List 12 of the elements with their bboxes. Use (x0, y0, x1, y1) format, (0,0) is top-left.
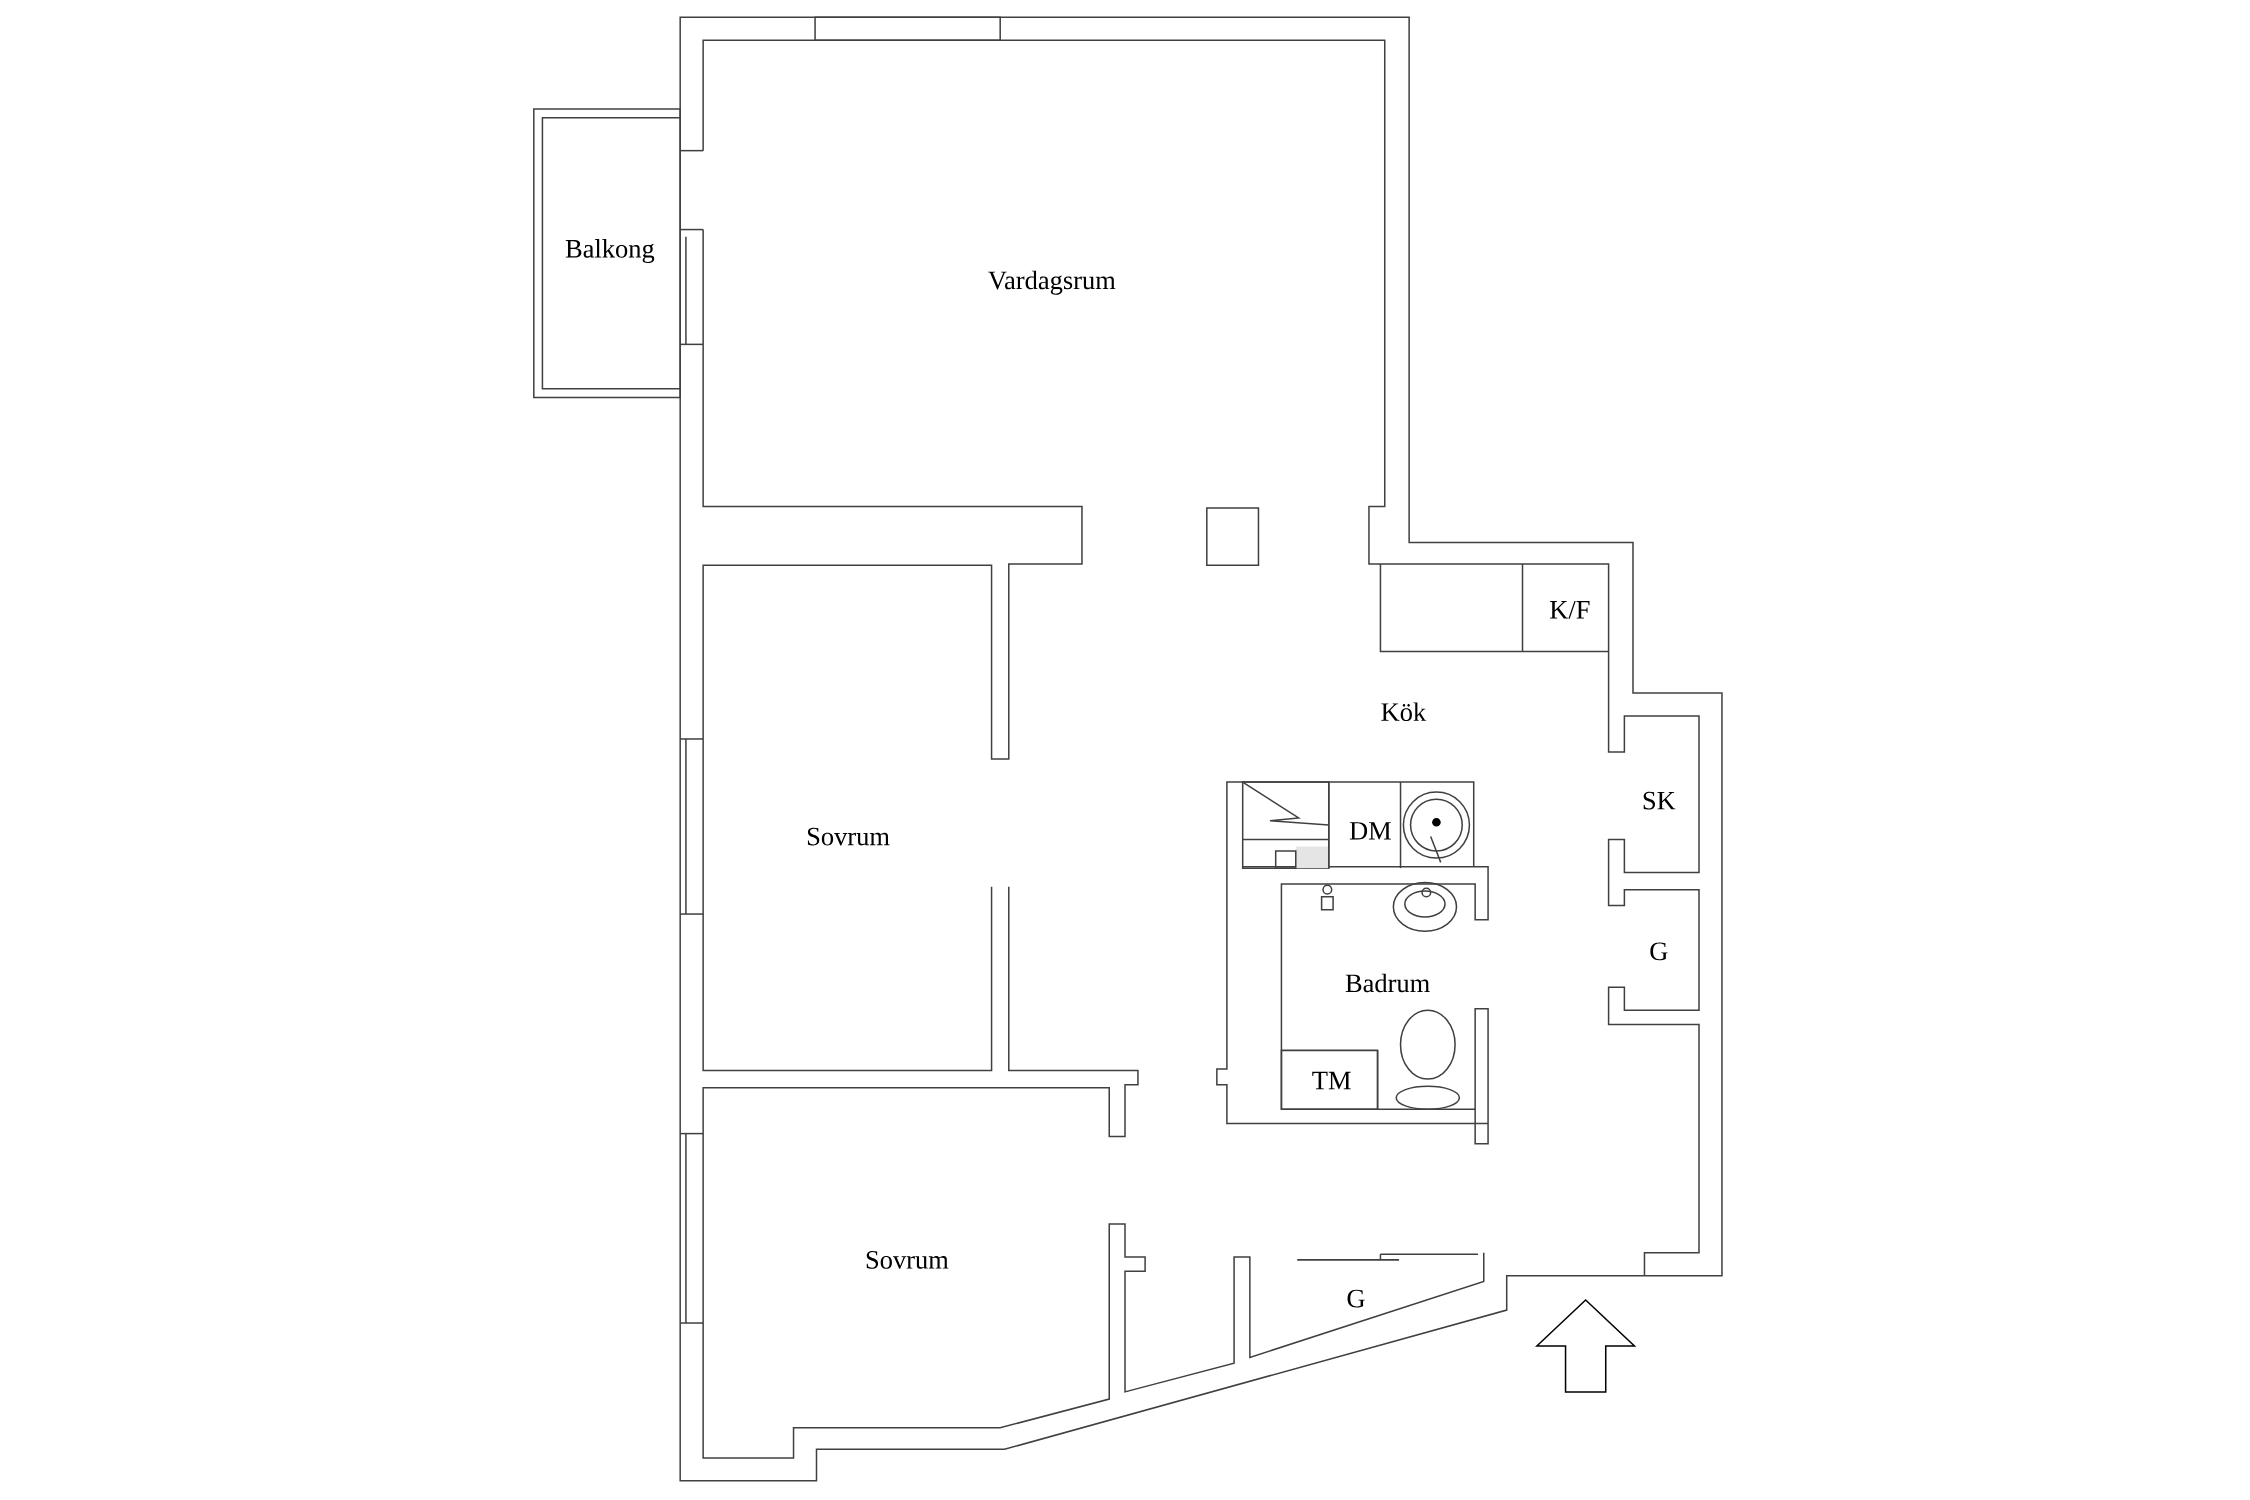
room-label: K/F (1550, 601, 1590, 619)
room-label: Sovrum (807, 827, 890, 846)
room-label: G (1650, 942, 1668, 961)
room-label: Badrum (1345, 973, 1430, 993)
room-label: SK (1643, 792, 1676, 810)
room-label: G (1347, 1289, 1365, 1308)
room-label: Vardagsrum (988, 270, 1116, 295)
room-label: Balkong (565, 239, 655, 264)
room-label: TM (1312, 1072, 1351, 1090)
room-label: DM (1349, 822, 1391, 840)
room-label: Kök (1381, 702, 1427, 722)
room-label: Sovrum (866, 1251, 949, 1269)
